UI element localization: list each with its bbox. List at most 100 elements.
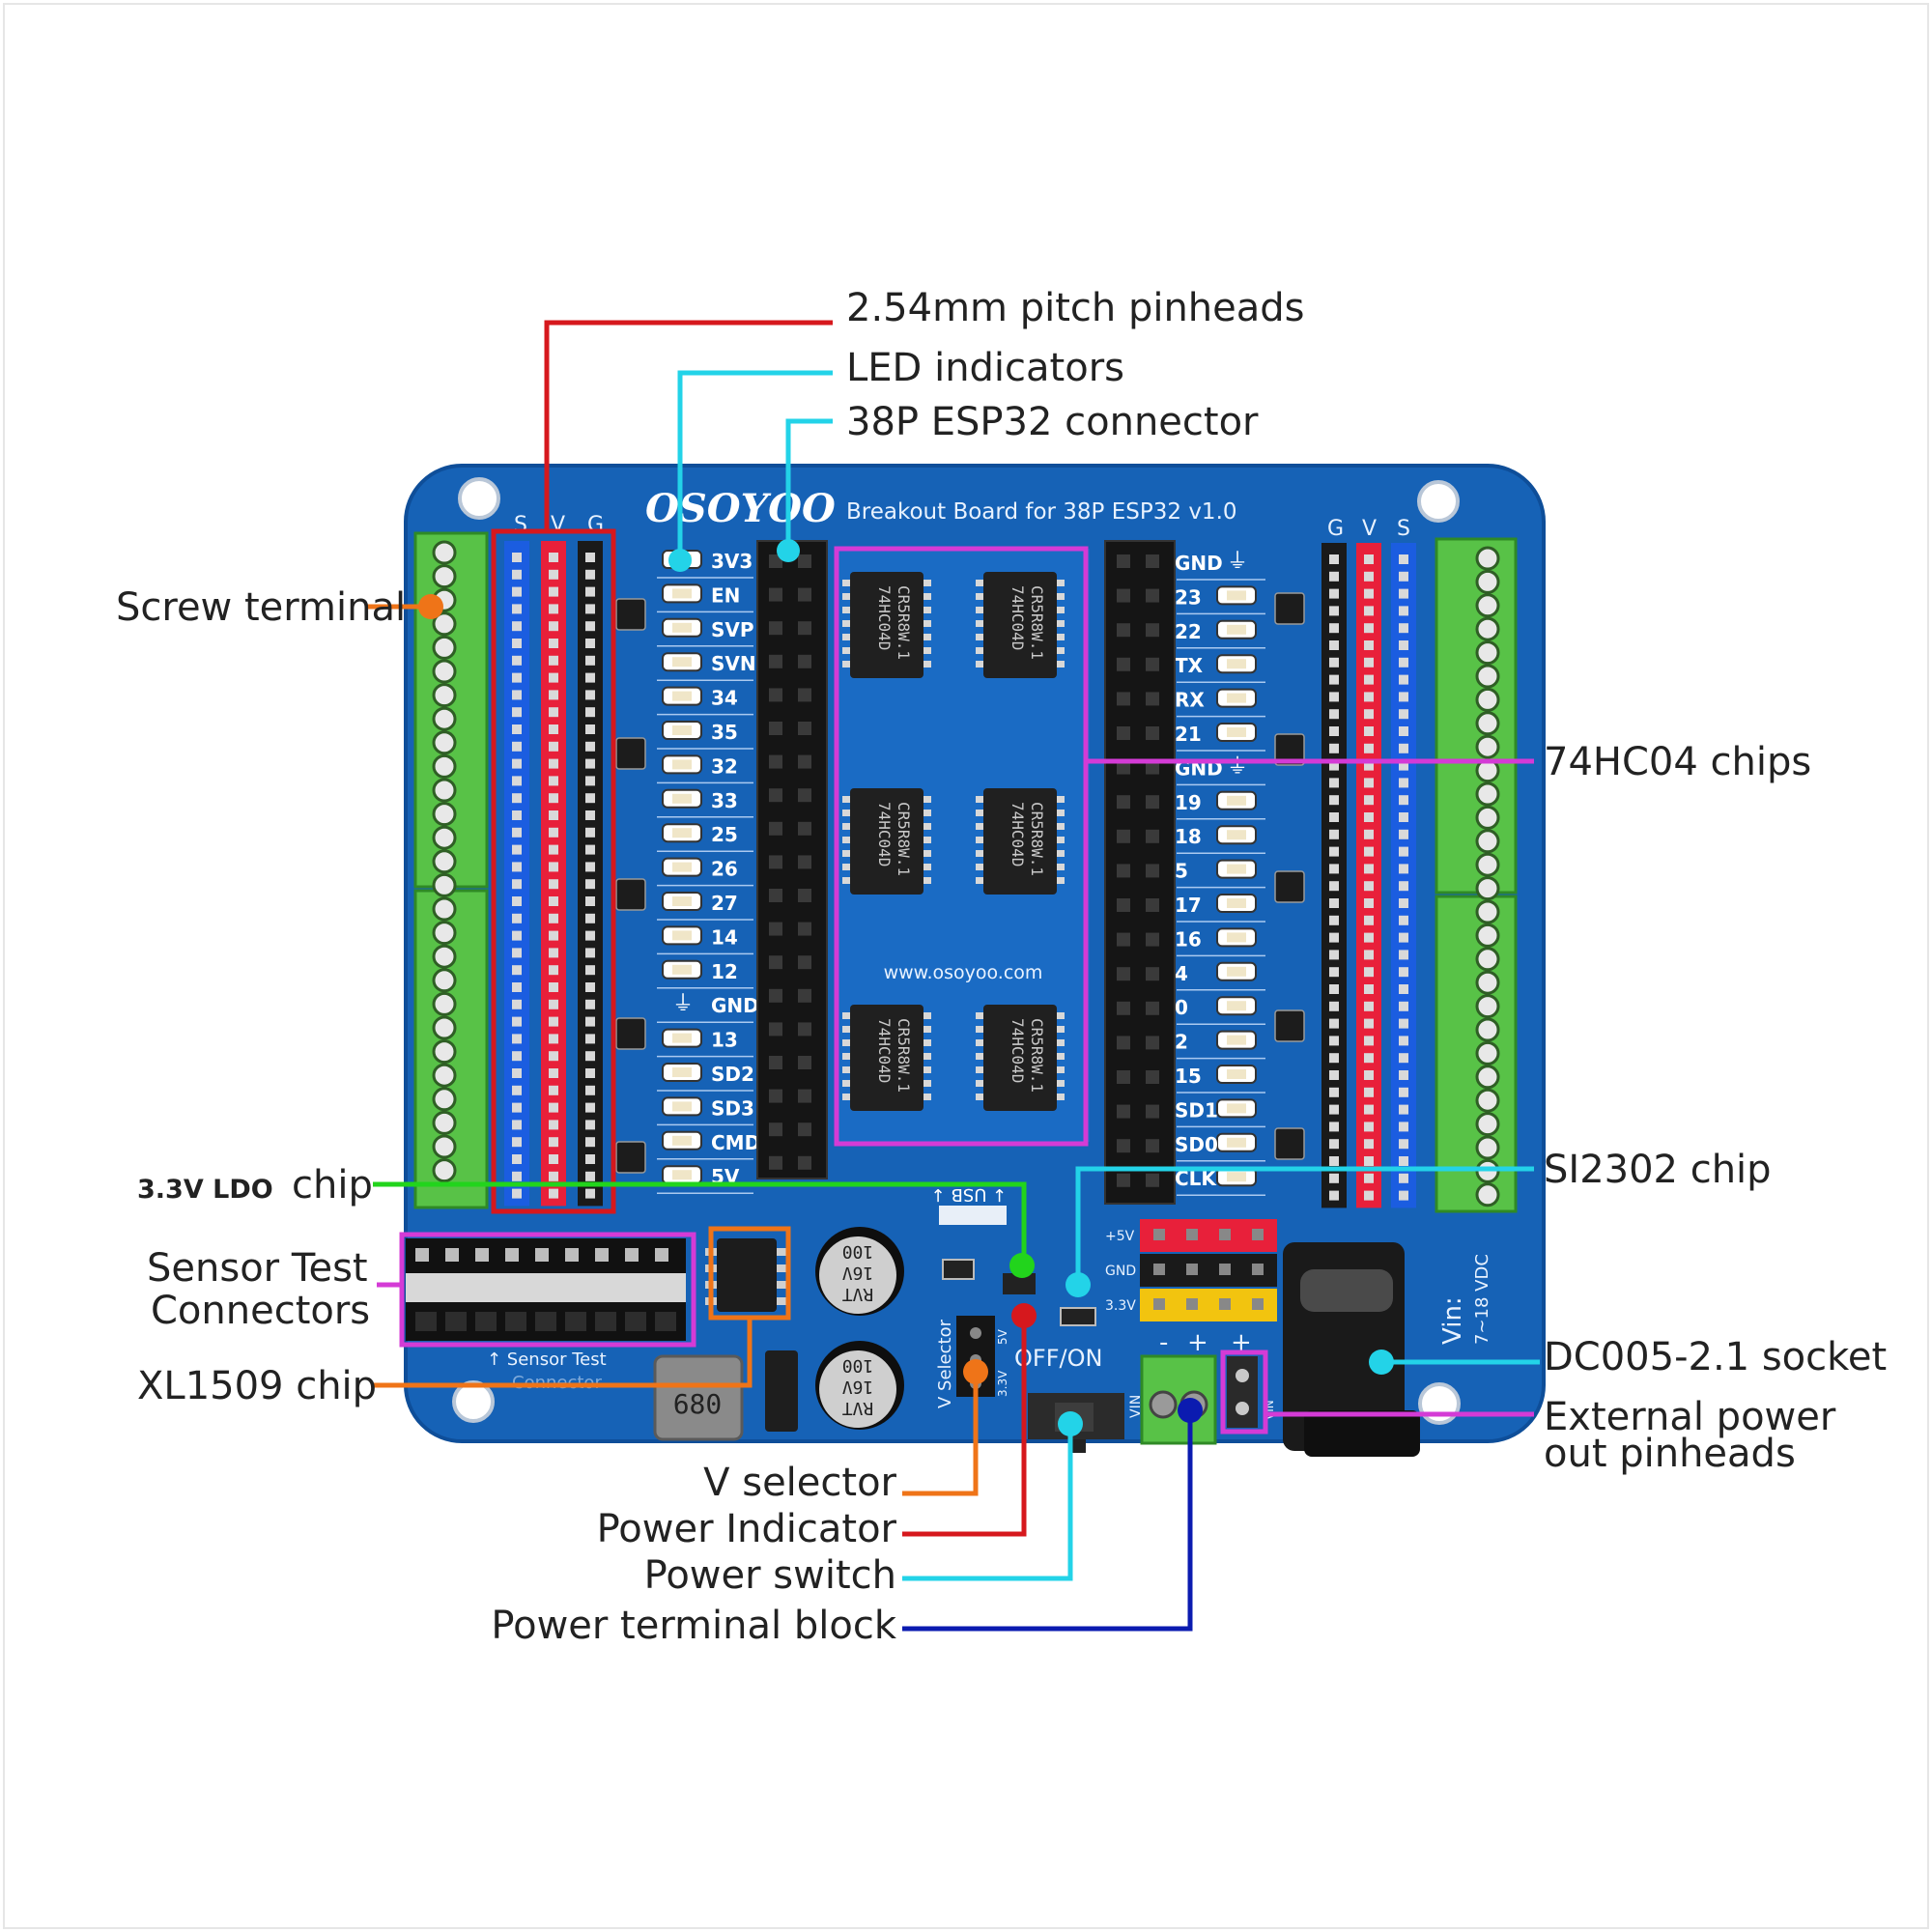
chip-leg — [1055, 877, 1065, 884]
socket-hole — [769, 1122, 782, 1137]
chip-leg — [922, 1080, 931, 1087]
socket-hole — [1146, 760, 1159, 775]
chip-leg — [922, 877, 931, 884]
callout-led: LED indicators — [846, 346, 1124, 390]
socket-hole — [798, 1022, 811, 1037]
callout-vsel: V selector — [703, 1461, 896, 1505]
v-selector-jumper[interactable]: V Selector 5V 3.3V — [935, 1316, 1009, 1408]
pin-icon — [1399, 812, 1408, 822]
sot-transistor — [615, 1017, 646, 1050]
socket-hole — [1117, 1104, 1130, 1119]
sensor-socket — [475, 1312, 497, 1331]
v-selector-5v: 5V — [996, 1328, 1009, 1345]
ground-icon: ⏚ — [1227, 550, 1248, 574]
led-die — [1227, 1172, 1246, 1182]
screw-icon — [1475, 546, 1500, 571]
chip-marking-2: CR5R8W.1 — [1028, 1018, 1046, 1093]
sensor-pin — [535, 1248, 549, 1262]
pin-label: 21 — [1175, 723, 1202, 746]
pin-icon — [585, 1034, 595, 1044]
chip-body — [850, 572, 923, 678]
socket-hole — [1117, 1139, 1130, 1153]
pin-icon — [512, 655, 522, 666]
pin-icon — [1329, 743, 1339, 753]
chip-marking-2: CR5R8W.1 — [1028, 802, 1046, 876]
led-die — [672, 1067, 692, 1077]
led-die — [1227, 864, 1246, 874]
pin-icon — [585, 879, 595, 890]
socket-hole — [1117, 795, 1130, 810]
switch-vin-silk: VIN — [1128, 1395, 1144, 1418]
led-die — [1227, 966, 1246, 977]
rail-pin — [1252, 1264, 1264, 1275]
led-die — [1227, 1137, 1246, 1148]
pin-icon — [549, 1085, 558, 1095]
pin-icon — [1329, 795, 1339, 806]
socket-hole — [798, 855, 811, 869]
screw-icon — [1475, 687, 1500, 712]
screw-icon — [1475, 1182, 1500, 1208]
pin-icon — [1364, 760, 1374, 771]
dc005-socket[interactable]: Vin: 7~18 VDC — [1283, 1242, 1492, 1457]
rail-label-gnd: GND — [1105, 1264, 1136, 1279]
chip-leg — [777, 1248, 788, 1256]
pin-icon — [512, 1068, 522, 1078]
chip-leg — [1055, 837, 1065, 843]
pin-icon — [1329, 1122, 1339, 1132]
pin-icon — [1364, 984, 1374, 994]
usb-silk-label: ↓ USB ↓ — [931, 1184, 1008, 1205]
screw-icon — [432, 1158, 457, 1183]
screw-icon — [1475, 781, 1500, 807]
pin-icon — [585, 655, 595, 666]
pin-icon — [585, 827, 595, 838]
sensor-pin — [445, 1248, 459, 1262]
pin-icon — [585, 1085, 595, 1095]
socket-hole — [798, 722, 811, 735]
led-die — [672, 622, 692, 633]
pin-icon — [585, 1102, 595, 1113]
chip-leg — [976, 796, 985, 803]
screw-icon — [432, 564, 457, 589]
screw-icon — [1475, 829, 1500, 854]
pin-icon — [512, 1188, 522, 1199]
pin-icon — [1399, 743, 1408, 753]
website-text: www.osoyoo.com — [884, 962, 1043, 983]
rail-pin — [1186, 1298, 1198, 1310]
sot-transistor — [615, 737, 646, 770]
pin-icon — [1364, 1173, 1374, 1183]
pin-icon — [549, 655, 558, 666]
pin-icon — [585, 844, 595, 855]
pin-icon — [1399, 726, 1408, 736]
callout-chips: 74HC04 chips — [1544, 740, 1811, 784]
chip-leg — [842, 823, 852, 830]
pin-icon — [1329, 778, 1339, 788]
callout-pinheads: 2.54mm pitch pinheads — [846, 286, 1305, 330]
pin-icon — [1329, 606, 1339, 616]
power-rail-pinheads: +5V GND 3.3V — [1105, 1219, 1277, 1321]
socket-hole — [798, 1056, 811, 1069]
pin-icon — [1399, 640, 1408, 650]
chip-body — [983, 572, 1057, 678]
pin-icon — [1364, 588, 1374, 599]
socket-hole — [1117, 692, 1130, 706]
pin-icon — [549, 1120, 558, 1130]
led-die — [1227, 727, 1246, 737]
chip-leg — [1055, 864, 1065, 870]
pin-label: SD1 — [1175, 1098, 1218, 1122]
pin-icon — [549, 1137, 558, 1148]
chip-marking-1: 74HC04D — [1009, 585, 1027, 650]
pin-icon — [512, 1137, 522, 1148]
led-die — [672, 828, 692, 838]
pin-icon — [585, 896, 595, 906]
right-header-letter: S — [1397, 517, 1410, 541]
socket-hole — [798, 922, 811, 936]
power-terminal-block[interactable] — [1140, 1354, 1217, 1445]
chip-leg — [1055, 1039, 1065, 1046]
pin-icon — [1329, 726, 1339, 736]
socket-hole — [798, 754, 811, 769]
pin-icon — [1364, 1139, 1374, 1150]
socket-hole — [769, 621, 782, 636]
screw-icon — [432, 659, 457, 684]
screw-icon — [1475, 1135, 1500, 1160]
terminal-marker-dot — [1178, 1398, 1203, 1423]
